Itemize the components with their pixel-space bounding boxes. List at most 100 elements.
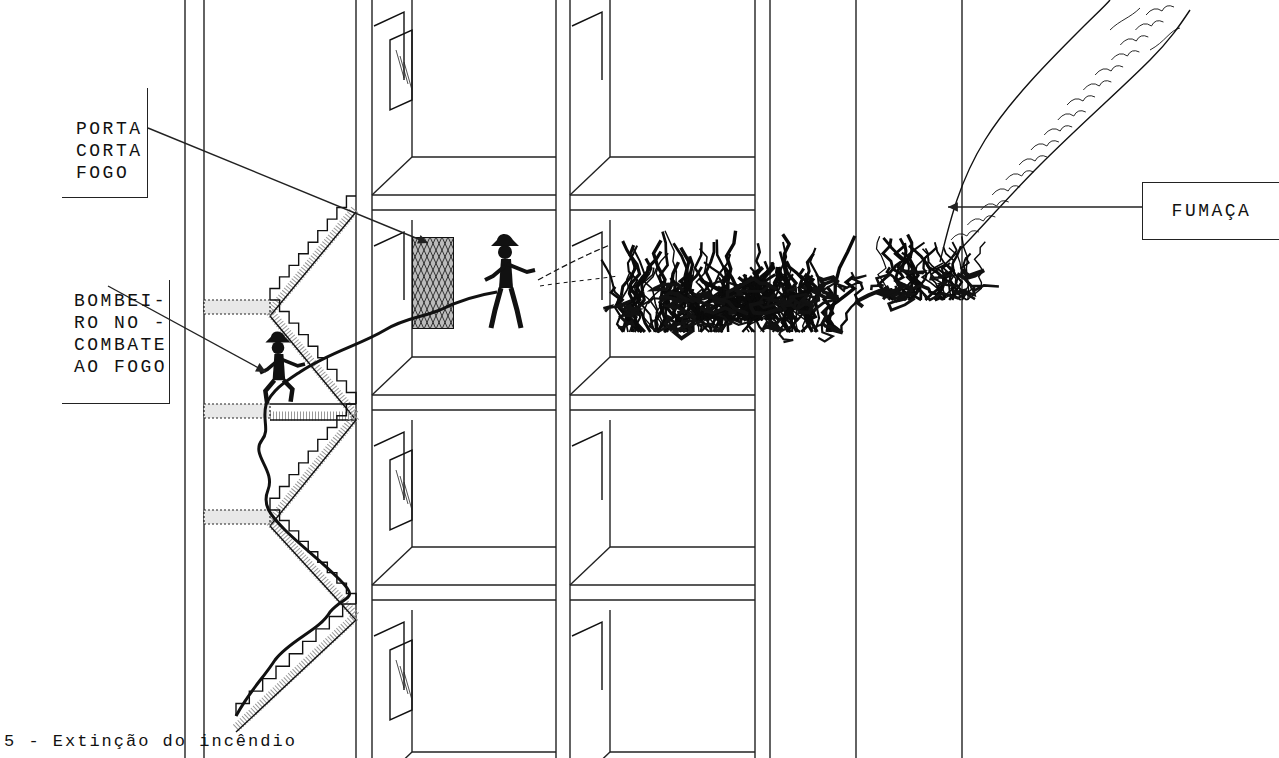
door-leader-line [148,128,428,243]
back-floor-line [610,751,755,752]
door-hatch [412,237,454,329]
stair-steps [270,300,356,404]
smoke-curl [1146,6,1174,15]
leader-arrowhead [948,202,958,211]
perspective-line [372,357,412,395]
floor-line [372,194,556,195]
smoke-curl [981,201,1009,210]
stair-underside [270,212,356,316]
legs [491,288,521,328]
flame-scribble [965,277,999,291]
smoke-curl [1095,66,1123,75]
smoke-curl [951,231,979,240]
leader-arrowhead [255,363,266,372]
window-pane [390,450,412,530]
smoke-plume [940,0,1190,262]
stair-landing [204,300,270,314]
torso [499,259,513,288]
firefighter-figure [260,332,305,404]
callout-label: PORTA CORTA FOGO [76,118,148,184]
helmet [491,234,519,246]
smoke-curl [967,216,995,225]
flame-scribble [751,302,782,313]
window-pane [390,640,412,720]
flame-scribble [957,269,984,278]
arm [280,359,305,366]
figure-caption: 5 - Extinção do incêndio [4,732,297,751]
back-floor-line [412,751,556,752]
callout-box: BOMBEI- RO NO - COMBATE AO FOGO [62,280,170,404]
smoke-curl [1135,21,1163,30]
stair-steps [236,604,356,716]
stair-slab [236,616,356,728]
back-wall-line [609,220,610,357]
smoke-leader-line [948,206,1142,207]
perspective-line [372,157,412,195]
callout-box: FUMAÇA [1142,182,1279,240]
floor-line [570,409,755,410]
back-floor-line [610,156,755,157]
opening-line [572,12,602,80]
head [498,245,512,259]
water-jet [540,276,618,286]
arm [507,264,535,272]
wall-line [184,0,185,758]
window-glint [404,62,412,90]
water-jet [538,245,610,280]
back-wall-line [609,610,610,752]
floor-line [570,599,755,600]
stair-slab [270,208,356,312]
back-floor-line [412,546,556,547]
firefighters [260,234,535,404]
flame-scribble [794,303,805,310]
smoke-curl [1083,81,1111,90]
door-hatch [436,237,454,329]
window-glint [400,476,408,504]
fire-hose-line [236,292,497,716]
floor-line [372,409,556,410]
opening-line [374,232,404,300]
back-floor-line [610,546,755,547]
window-glint [400,56,408,84]
opening-line [374,12,404,80]
window-pane [390,30,412,110]
flame-scribble [728,279,777,297]
floor-line [570,194,755,195]
smoke-curl [1044,126,1072,135]
door-hatch [442,237,454,329]
flame-scribble [660,296,684,306]
flame-scribble [931,272,953,280]
wall-line [203,0,204,758]
perspective-line [570,752,610,758]
opening-line [572,232,602,300]
wall-line [555,0,556,758]
callout-box: PORTA CORTA FOGO [62,88,148,198]
smoke-curl [992,186,1020,195]
flame-scribble [697,323,732,331]
opening-line [572,622,602,690]
door-hatch [412,237,454,329]
window-glint [396,50,404,78]
legs [265,380,292,403]
flame-scribble [653,283,683,290]
flame-scribble [924,290,968,300]
stair-steps [270,196,356,300]
stair-steps [270,404,356,510]
window-glint [396,470,404,498]
fire-door [412,237,454,329]
smoke-curl [1006,171,1034,180]
perspective-line [570,547,610,585]
wall-line [769,0,770,758]
leader-lines [108,128,1142,372]
stair-steps [270,403,356,404]
flame-scribble [812,325,833,342]
stair-landing [204,404,270,418]
back-floor-line [610,356,755,357]
wall-line [569,0,570,758]
opening-line [374,432,404,500]
perspective-line [372,752,412,758]
perspective-line [570,157,610,195]
wall-line [754,0,755,758]
stair-underside [270,316,356,420]
